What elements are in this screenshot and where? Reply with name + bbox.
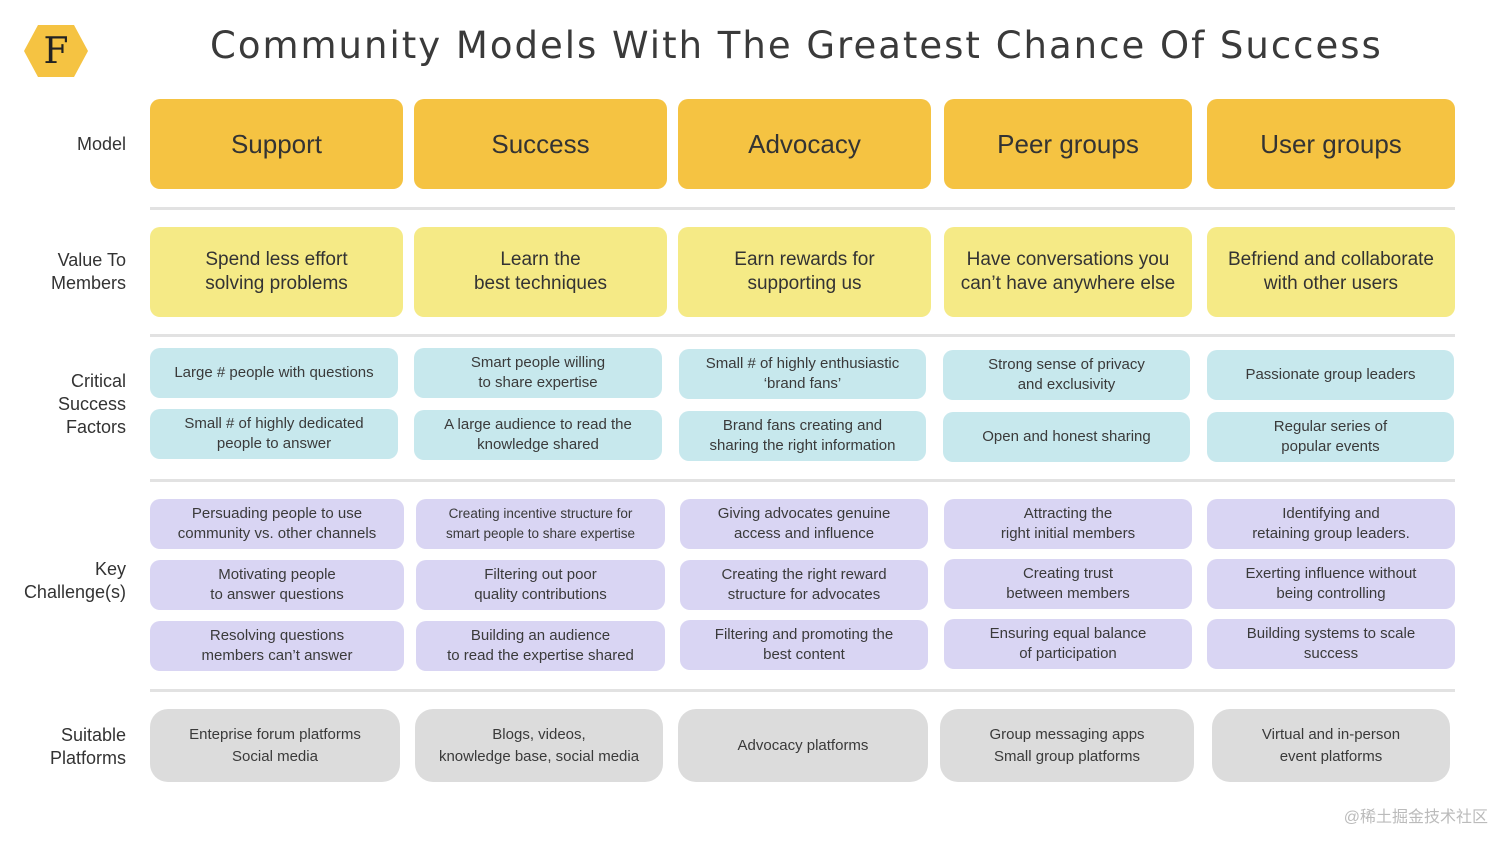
- factor-card: Passionate group leaders: [1207, 350, 1454, 400]
- watermark: @稀土掘金技术社区: [1343, 809, 1488, 826]
- challenge-card: Motivating people to answer questions: [150, 560, 404, 610]
- model-card-success: Success: [414, 99, 667, 189]
- challenge-card: Giving advocates genuine access and infl…: [680, 499, 928, 549]
- factor-card: Regular series of popular events: [1207, 412, 1454, 462]
- model-card-advocacy: Advocacy: [678, 99, 931, 189]
- hexagon-logo-icon: [24, 25, 88, 77]
- challenge-card: Creating trust between members: [944, 559, 1192, 609]
- divider: [150, 479, 1455, 482]
- factor-card: Strong sense of privacy and exclusivity: [943, 350, 1190, 400]
- platform-card: Blogs, videos, knowledge base, social me…: [415, 709, 663, 782]
- row-label-factors: Critical Success Factors: [57, 371, 126, 437]
- factor-card: A large audience to read the knowledge s…: [414, 410, 662, 460]
- platform-card: Group messaging apps Small group platfor…: [940, 709, 1194, 782]
- value-card-advocacy: Earn rewards for supporting us: [678, 227, 931, 317]
- challenge-card: Building an audience to read the experti…: [416, 621, 665, 671]
- challenge-card: Persuading people to use community vs. o…: [150, 499, 404, 549]
- factor-card: Large # people with questions: [150, 348, 398, 398]
- page-title: Community Models With The Greatest Chanc…: [210, 24, 1383, 67]
- row-label-platforms: Suitable Platforms: [49, 725, 126, 768]
- logo: F: [24, 25, 88, 77]
- platform-card: Enteprise forum platforms Social media: [150, 709, 400, 782]
- row-label-value: Value To Members: [50, 250, 126, 293]
- factor-card: Brand fans creating and sharing the righ…: [679, 411, 926, 461]
- challenge-card: Exerting influence without being control…: [1207, 559, 1455, 609]
- logo-letter: F: [43, 30, 69, 72]
- value-card-success: Learn the best techniques: [414, 227, 667, 317]
- factor-card: Open and honest sharing: [943, 412, 1190, 462]
- platform-card: Advocacy platforms: [678, 709, 928, 782]
- value-card-user-groups: Befriend and collaborate with other user…: [1207, 227, 1455, 317]
- value-card-support: Spend less effort solving problems: [150, 227, 403, 317]
- model-card-support: Support: [150, 99, 403, 189]
- challenge-card: Ensuring equal balance of participation: [944, 619, 1192, 669]
- model-card-peer-groups: Peer groups: [944, 99, 1192, 189]
- factor-card: Small # of highly enthusiastic ‘brand fa…: [679, 349, 926, 399]
- row-label-model: Model: [76, 134, 126, 154]
- challenge-card: Identifying and retaining group leaders.: [1207, 499, 1455, 549]
- factor-card: Small # of highly dedicated people to an…: [150, 409, 398, 459]
- divider: [150, 207, 1455, 210]
- challenge-card: Creating the right reward structure for …: [680, 560, 928, 610]
- divider: [150, 689, 1455, 692]
- divider: [150, 334, 1455, 337]
- challenge-card: Filtering out poor quality contributions: [416, 560, 665, 610]
- model-card-user-groups: User groups: [1207, 99, 1455, 189]
- value-card-peer-groups: Have conversations you can’t have anywhe…: [944, 227, 1192, 317]
- challenge-card: Building systems to scale success: [1207, 619, 1455, 669]
- challenge-card: Resolving questions members can’t answer: [150, 621, 404, 671]
- factor-card: Smart people willing to share expertise: [414, 348, 662, 398]
- challenge-card: Filtering and promoting the best content: [680, 620, 928, 670]
- platform-card: Virtual and in-person event platforms: [1212, 709, 1450, 782]
- row-label-challenges: Key Challenge(s): [23, 559, 126, 602]
- challenge-card: Creating incentive structure for smart p…: [416, 499, 665, 549]
- challenge-card: Attracting the right initial members: [944, 499, 1192, 549]
